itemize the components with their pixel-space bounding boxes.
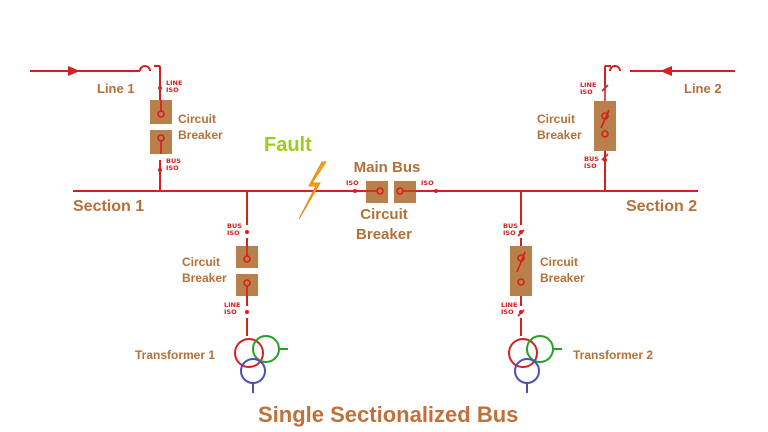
main-bus-label: Main Bus	[353, 159, 421, 176]
line-1-bus-iso-dot	[158, 168, 162, 172]
transformer-2-label: Transformer 2	[573, 348, 654, 362]
line-1-arrow-icon	[68, 66, 80, 76]
line-2-circuit-breaker	[594, 84, 616, 161]
main-bus-iso-right-label: ISO	[421, 179, 434, 187]
line-2-tap	[609, 65, 621, 72]
transformer-1-icon	[234, 335, 288, 393]
transformer-2-breaker-label: Circuit Breaker	[540, 255, 585, 285]
main-bus-circuit-breaker	[366, 181, 416, 203]
main-bus-iso-left-label: ISO	[346, 179, 359, 187]
line-1-tap	[139, 65, 151, 72]
transformer-2-icon	[508, 335, 562, 393]
section-2-label: Section 2	[626, 198, 698, 215]
line-1-iso-dot	[158, 86, 162, 90]
line-2-arrow-icon	[660, 66, 672, 76]
section-1-label: Section 1	[73, 198, 145, 215]
transformer-1-label: Transformer 1	[135, 348, 216, 362]
line-1-label: Line 1	[97, 81, 135, 96]
line-2-label: Line 2	[684, 81, 722, 96]
diagram-title: Single Sectionalized Bus	[258, 402, 519, 427]
main-bus-breaker-label: Circuit Breaker	[356, 206, 412, 243]
line-2-breaker-label: Circuit Breaker	[537, 112, 582, 142]
transformer-1-breaker-label: Circuit Breaker	[182, 255, 227, 285]
line-1-breaker-label: Circuit Breaker	[178, 112, 223, 142]
transformer-1-circuit-breaker	[236, 246, 258, 296]
fault-label: Fault	[264, 134, 312, 156]
transformer-2-circuit-breaker	[510, 229, 532, 317]
fault-lightning-icon	[298, 161, 327, 220]
line-1-circuit-breaker	[150, 100, 172, 154]
